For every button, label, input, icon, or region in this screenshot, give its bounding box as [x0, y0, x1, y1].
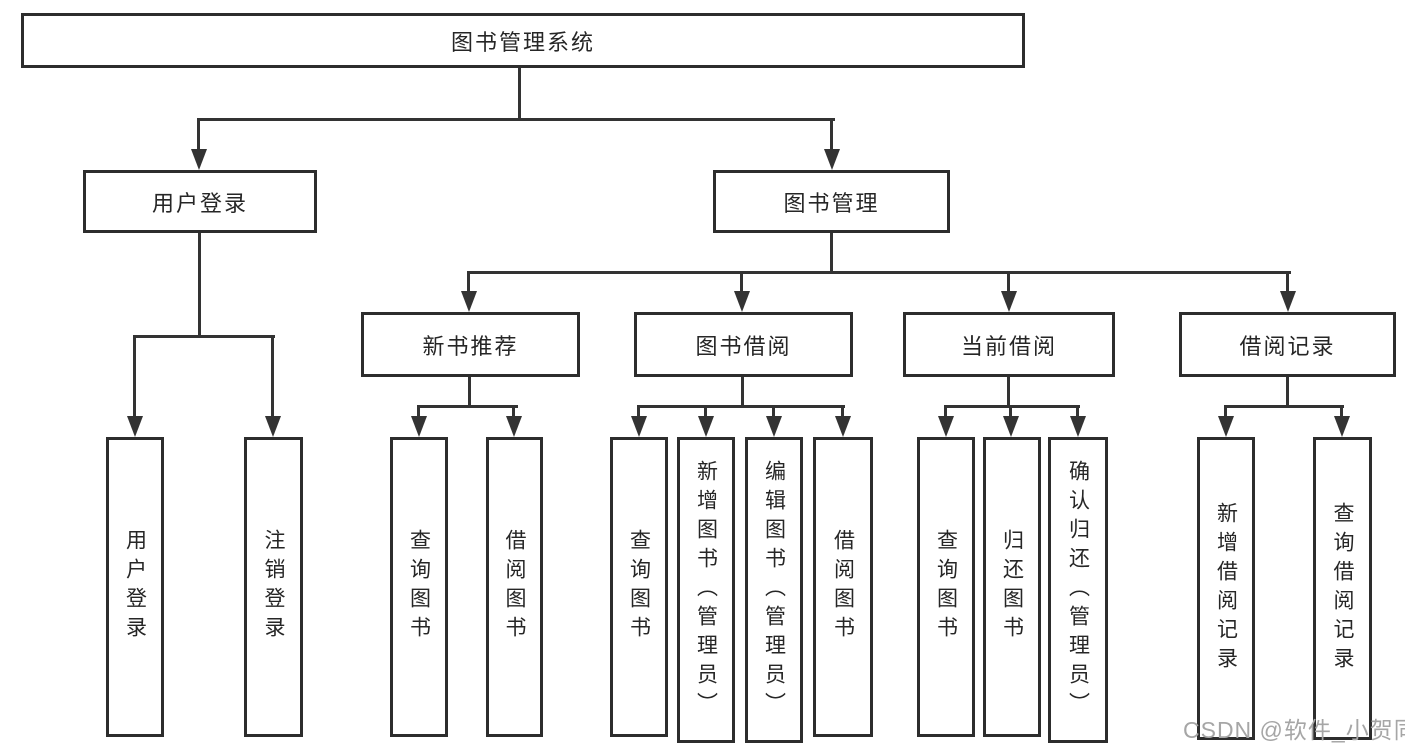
- arrowhead-current-borrow: [1001, 291, 1017, 312]
- connector-new-book-rec-down: [468, 377, 471, 407]
- connector-new-book-rec-bar: [417, 405, 518, 408]
- connector-bb-borrow-stem: [841, 405, 844, 419]
- node-cb-return-book: 归还图书: [983, 437, 1041, 737]
- node-bb-add-book: 新增图书（管理员）: [677, 437, 735, 743]
- node-borrow-record: 借阅记录: [1179, 312, 1396, 377]
- watermark: CSDN @软件_小贺同学: [1183, 717, 1405, 743]
- connector-cb-query-stem: [944, 405, 947, 419]
- node-bb-query-book: 查询图书: [610, 437, 668, 737]
- connector-current-borrow-down: [1007, 377, 1010, 407]
- node-book-borrow: 图书借阅: [634, 312, 853, 377]
- arrowhead-cb-return: [1003, 416, 1019, 437]
- node-br-add-record: 新增借阅记录: [1197, 437, 1255, 740]
- arrowhead-br-query: [1334, 416, 1350, 437]
- node-rec-query-book: 查询图书: [390, 437, 448, 737]
- connector-leaf-logout-stem: [271, 335, 274, 418]
- connector-current-borrow-stem: [1007, 271, 1010, 294]
- connector-book-mgmt-stem: [830, 118, 833, 152]
- connector-borrow-record-bar: [1224, 405, 1344, 408]
- connector-borrow-record-down: [1286, 377, 1289, 407]
- connector-user-login-down: [198, 233, 201, 337]
- node-current-borrow: 当前借阅: [903, 312, 1115, 377]
- node-book-mgmt: 图书管理: [713, 170, 950, 233]
- connector-book-borrow-down: [741, 377, 744, 407]
- arrowhead-cb-confirm: [1070, 416, 1086, 437]
- arrowhead-new-book-rec: [461, 291, 477, 312]
- connector-book-borrow-stem: [740, 271, 743, 294]
- node-new-book-rec: 新书推荐: [361, 312, 580, 377]
- connector-current-borrow-bar: [944, 405, 1080, 408]
- connector-cb-confirm-stem: [1076, 405, 1079, 419]
- node-br-query-record: 查询借阅记录: [1313, 437, 1372, 740]
- connector-br-query-stem: [1340, 405, 1343, 419]
- node-leaf-user-login: 用户登录: [106, 437, 164, 737]
- node-cb-query-book: 查询图书: [917, 437, 975, 737]
- connector-book-mgmt-bar: [467, 271, 1291, 274]
- node-bb-edit-book: 编辑图书（管理员）: [745, 437, 803, 743]
- node-cb-confirm-return: 确认归还（管理员）: [1048, 437, 1108, 743]
- arrowhead-rec-borrow: [506, 416, 522, 437]
- arrowhead-bb-edit: [766, 416, 782, 437]
- node-root: 图书管理系统: [21, 13, 1025, 68]
- connector-new-book-rec-stem: [467, 271, 470, 294]
- connector-user-login-bar: [133, 335, 275, 338]
- connector-leaf-user-login-stem: [133, 335, 136, 418]
- connector-user-login-stem: [197, 118, 200, 152]
- arrowhead-book-borrow: [734, 291, 750, 312]
- connector-bb-edit-stem: [772, 405, 775, 419]
- connector-book-borrow-bar: [637, 405, 845, 408]
- connector-root-bar: [198, 118, 835, 121]
- arrowhead-leaf-logout: [265, 416, 281, 437]
- connector-book-mgmt-down: [830, 233, 833, 274]
- connector-br-add-stem: [1224, 405, 1227, 419]
- connector-rec-borrow-stem: [512, 405, 515, 419]
- connector-borrow-record-stem: [1286, 271, 1289, 294]
- arrowhead-leaf-user-login: [127, 416, 143, 437]
- arrowhead-bb-borrow: [835, 416, 851, 437]
- connector-bb-query-stem: [637, 405, 640, 419]
- connector-rec-query-stem: [417, 405, 420, 419]
- connector-cb-return-stem: [1009, 405, 1012, 419]
- node-rec-borrow-book: 借阅图书: [486, 437, 543, 737]
- arrowhead-borrow-record: [1280, 291, 1296, 312]
- node-bb-borrow-book: 借阅图书: [813, 437, 873, 737]
- arrowhead-user-login: [191, 149, 207, 170]
- connector-root-stem: [518, 68, 521, 120]
- connector-bb-add-stem: [704, 405, 707, 419]
- arrowhead-bb-add: [698, 416, 714, 437]
- arrowhead-br-add: [1218, 416, 1234, 437]
- node-leaf-logout: 注销登录: [244, 437, 303, 737]
- node-user-login: 用户登录: [83, 170, 317, 233]
- arrowhead-rec-query: [411, 416, 427, 437]
- arrowhead-book-mgmt: [824, 149, 840, 170]
- arrowhead-cb-query: [938, 416, 954, 437]
- arrowhead-bb-query: [631, 416, 647, 437]
